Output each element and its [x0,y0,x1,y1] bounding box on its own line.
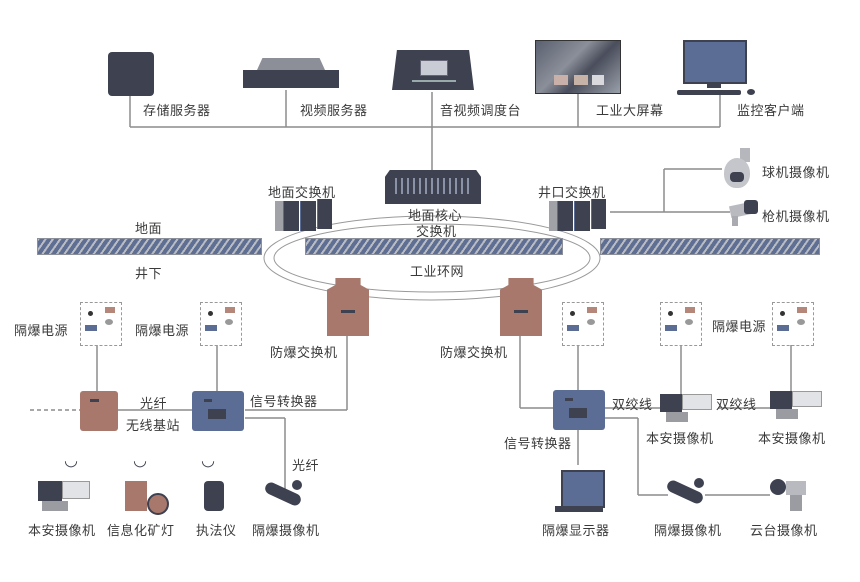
psu2-label: 隔爆电源 [135,324,190,339]
ground-bar-right [600,238,820,255]
twisted-pair1-label: 双绞线 [612,398,653,413]
wireless-signal-icon: ◠ [133,453,147,472]
intrinsically-safe-camera-icon [770,391,822,421]
storage-server-icon [108,52,154,96]
explosion-proof-psu-icon [660,302,702,346]
display-label: 隔爆显示器 [542,524,610,539]
explosion-proof-camera-right-icon [664,478,706,508]
core-switch-label-line2: 交换机 [416,225,457,240]
device-label: 执法仪 [196,524,237,539]
explosion-switch-left-label: 防爆交换机 [270,346,338,361]
av-console-icon [392,50,474,90]
underground-label: 井下 [135,267,163,282]
ptz-camera-label: 云台摄像机 [750,524,818,539]
mining-lamp-icon [125,481,169,515]
fiber1-label: 光纤 [140,397,168,412]
psu1-label: 隔爆电源 [14,324,69,339]
camera2-label: 本安摄像机 [758,432,826,447]
surface-label: 地面 [135,222,163,237]
storage-server-label: 存储服务器 [143,104,211,119]
dome-camera-icon [722,148,756,190]
twisted-pair2-label: 双绞线 [716,398,757,413]
signal-converter-left-label: 信号转换器 [250,395,318,410]
big-screen-label: 工业大屏幕 [596,104,664,119]
device-label: 本安摄像机 [28,524,96,539]
device-label: 隔爆摄像机 [252,524,320,539]
explosion-camera-label: 隔爆摄像机 [654,524,722,539]
signal-converter-left-icon [192,391,244,431]
psu-right-label: 隔爆电源 [712,320,767,335]
explosion-switch-left-icon [327,278,369,336]
video-server-icon [243,58,339,88]
wireless-signal-icon: ◠ [64,453,78,472]
explosion-proof-psu-icon [200,302,242,346]
ptz-camera-icon [770,477,810,513]
explosion-switch-right-icon [500,278,542,336]
explosion-switch-right-label: 防爆交换机 [440,346,508,361]
intrinsically-safe-camera-icon [38,481,90,511]
big-screen-icon [535,40,621,94]
av-console-label: 音视频调度台 [440,104,522,119]
monitor-client-label: 监控客户端 [737,104,805,119]
ground-switch-label: 地面交换机 [268,186,336,201]
intrinsically-safe-camera-icon [660,394,712,424]
ground-bar-left [37,238,262,255]
explosion-proof-psu-icon [80,302,122,346]
monitor-client-icon [677,40,763,96]
device-label: 信息化矿灯 [107,524,175,539]
camera1-label: 本安摄像机 [646,432,714,447]
bullet-camera-icon [724,200,758,226]
ring-network [263,215,601,301]
ring-network-label: 工业环网 [410,265,465,280]
explosion-proof-display-icon [555,470,605,514]
law-enforcement-recorder-icon [204,481,224,511]
wireless-base-station-icon [80,391,118,431]
signal-converter-right-icon [553,390,605,430]
dome-camera-label: 球机摄像机 [762,166,830,181]
bullet-camera-label: 枪机摄像机 [762,210,830,225]
video-server-label: 视频服务器 [300,104,368,119]
wireless-base-label: 无线基站 [126,419,181,434]
wireless-signal-icon: ◠ [201,453,215,472]
ground-switch-icon [275,199,333,231]
core-switch-icon [385,170,481,204]
signal-converter-right-label: 信号转换器 [504,437,572,452]
explosion-proof-psu-icon [562,302,604,346]
explosion-proof-camera-left-icon [262,480,304,510]
ground-bar-center [305,238,563,255]
shaft-switch-label: 井口交换机 [538,186,606,201]
fiber2-label: 光纤 [292,459,320,474]
explosion-proof-psu-icon [772,302,814,346]
shaft-switch-icon [549,199,607,231]
core-switch-label-line1: 地面核心 [408,209,463,224]
